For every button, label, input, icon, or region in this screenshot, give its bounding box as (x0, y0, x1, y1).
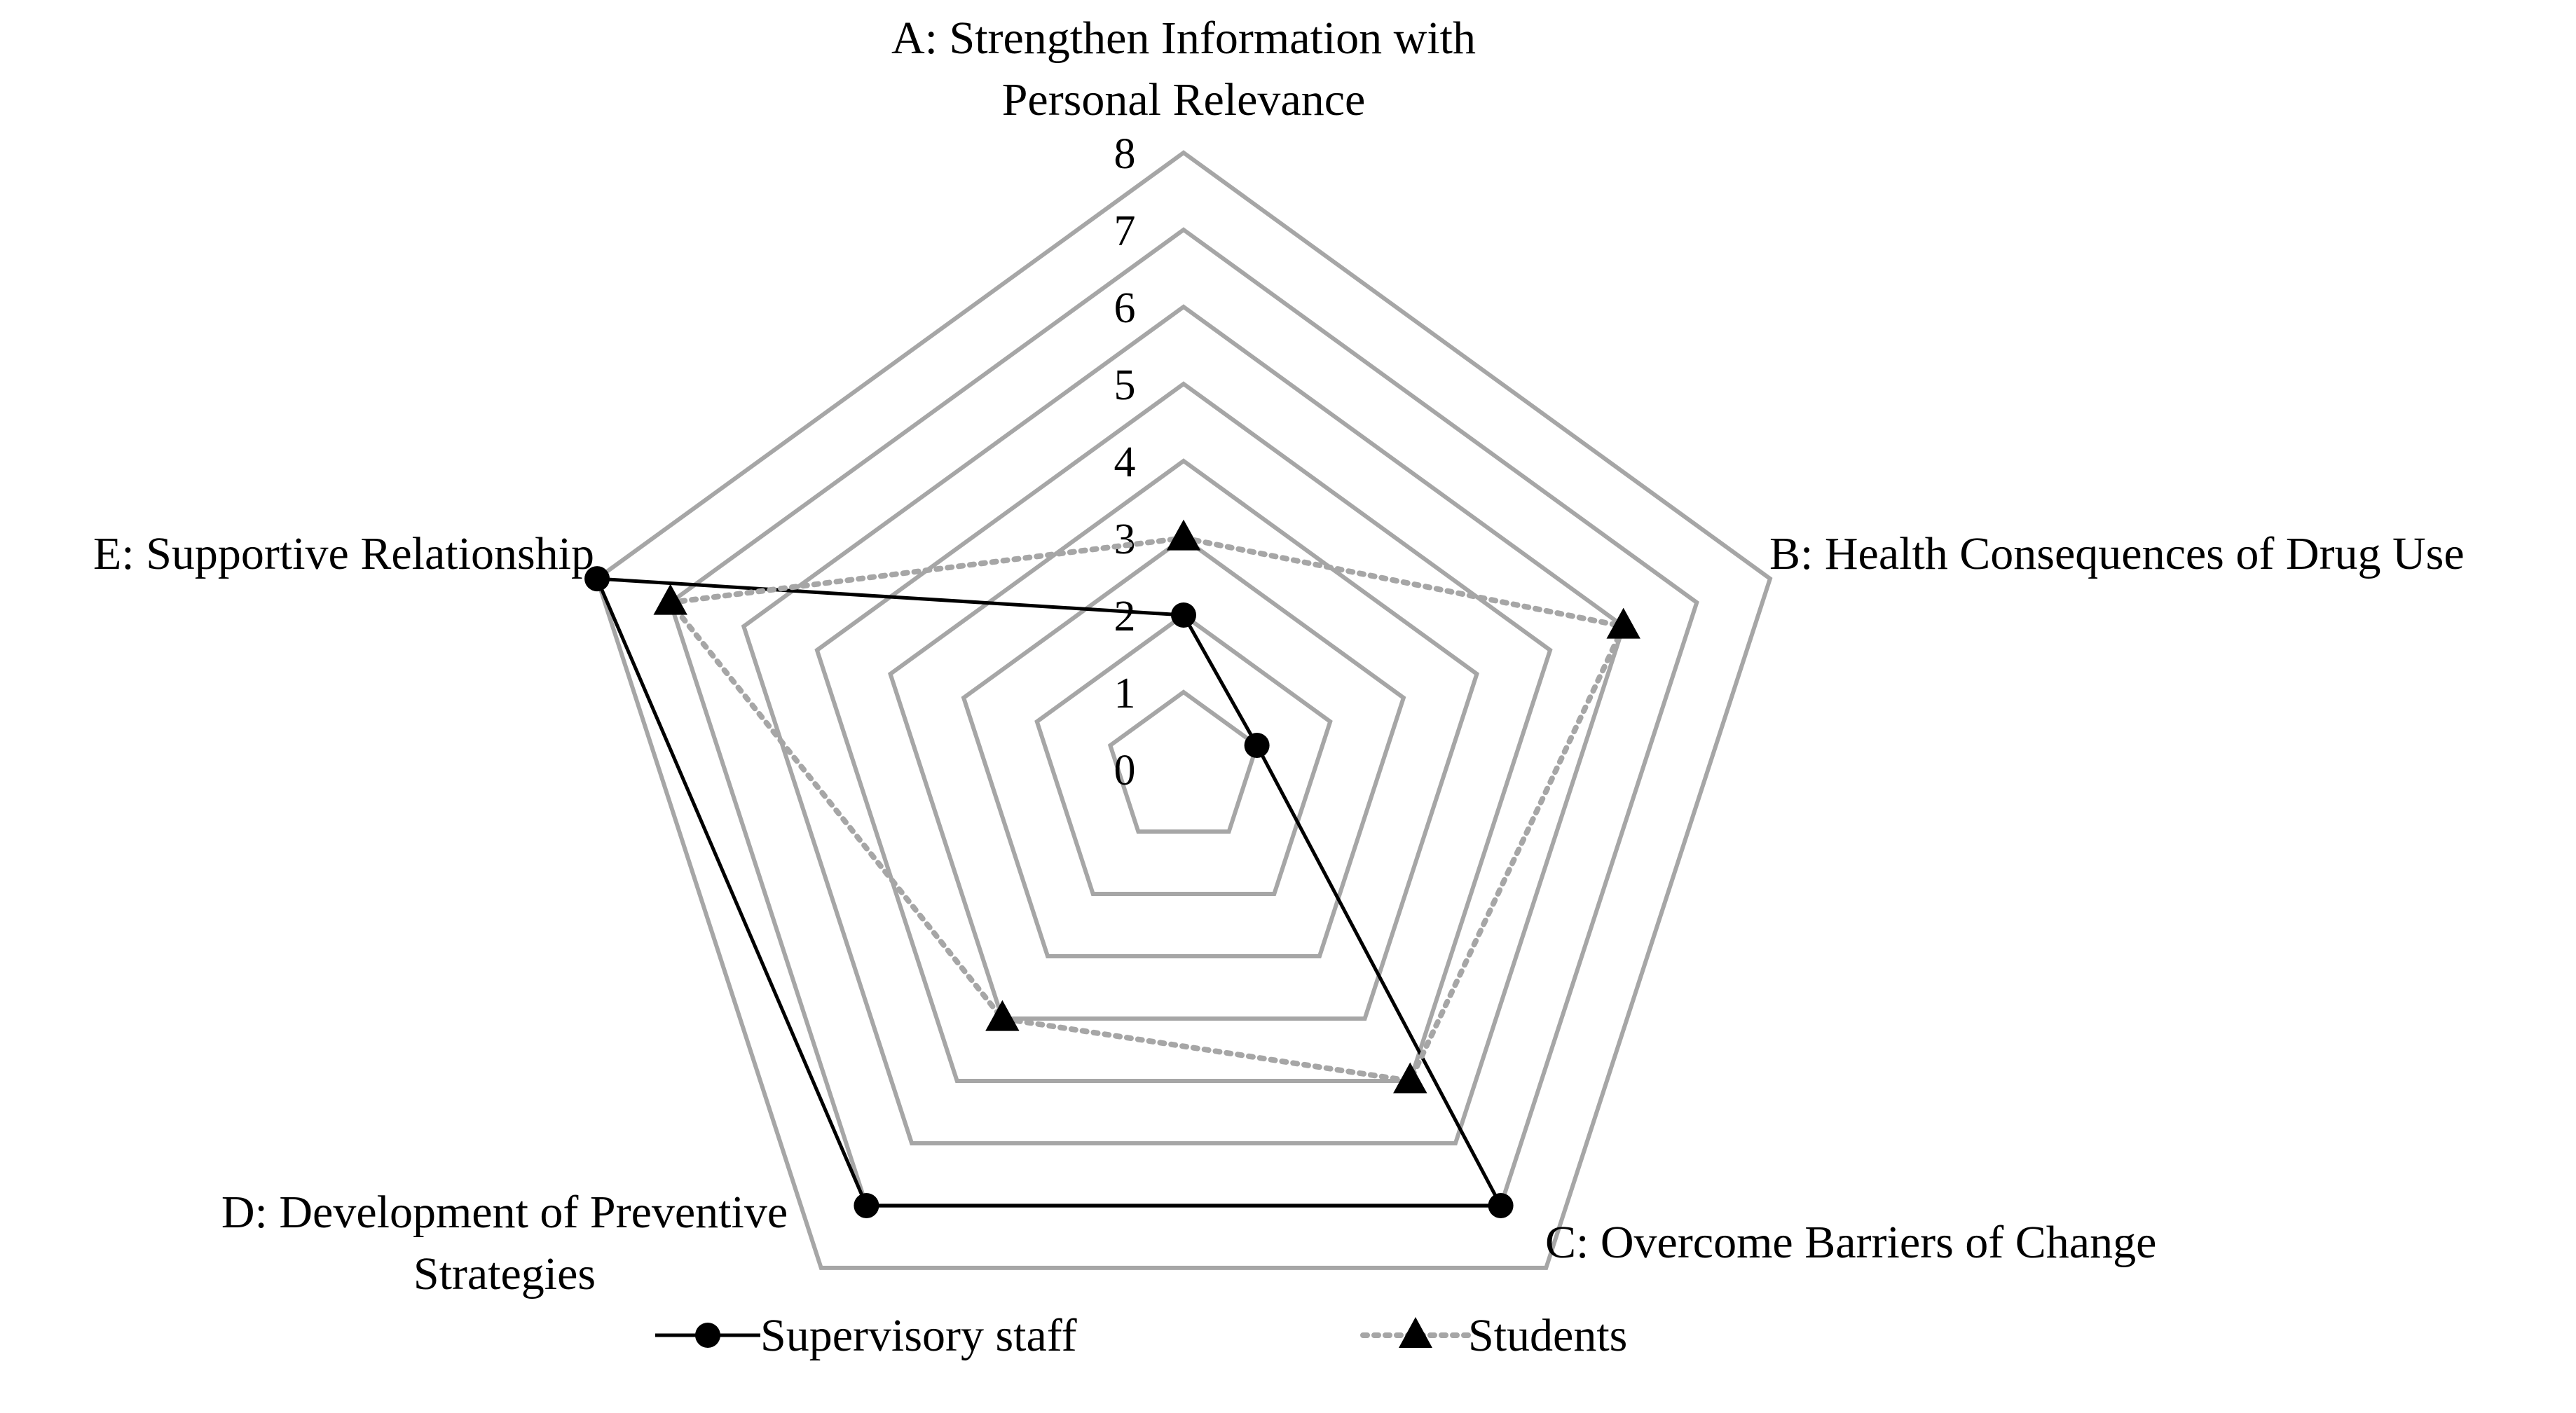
tick-label: 7 (1114, 207, 1136, 255)
legend-label: Supervisory staff (760, 1310, 1077, 1361)
tick-label: 8 (1114, 130, 1136, 178)
data-point (653, 584, 687, 615)
data-point (985, 1000, 1020, 1031)
grid-ring-3 (961, 535, 1406, 958)
legend-item: Supervisory staff (655, 1310, 1077, 1361)
axis-label-e: E: Supportive Relationship (93, 528, 594, 579)
data-point (1166, 519, 1201, 551)
series-line (665, 535, 1628, 1084)
axis-label-b: B: Health Consequences of Drug Use (1769, 528, 2465, 579)
grid-ring-6 (741, 304, 1626, 1145)
tick-label: 3 (1114, 516, 1136, 563)
series-line (594, 577, 1504, 1208)
series-layer (584, 519, 1640, 1218)
data-point (1171, 602, 1196, 628)
data-point (584, 566, 610, 592)
tick-label: 5 (1114, 361, 1136, 409)
grid-ring-7 (668, 227, 1699, 1208)
radial-tick-labels: 0 1 2 3 4 5 6 7 8 (1114, 130, 1136, 794)
series-supervisory-staff (584, 566, 1514, 1218)
legend: Supervisory staff Students (655, 1310, 1627, 1361)
legend-label: Students (1468, 1310, 1627, 1361)
grid-ring-1 (1107, 689, 1260, 834)
legend-item: Students (1360, 1310, 1627, 1361)
legend-marker (695, 1323, 720, 1348)
data-point (1606, 607, 1640, 639)
grid-ring-5 (814, 381, 1553, 1083)
grid-ring-4 (888, 458, 1479, 1021)
grid-ring-8 (594, 150, 1773, 1270)
tick-label: 2 (1114, 593, 1136, 640)
data-point (1244, 733, 1270, 759)
tick-label: 1 (1114, 670, 1136, 717)
data-point (1393, 1062, 1427, 1094)
tick-label: 4 (1114, 439, 1136, 486)
axis-label-c: C: Overcome Barriers of Change (1545, 1217, 2156, 1268)
tick-label: 0 (1114, 747, 1136, 794)
legend-marker (1399, 1317, 1432, 1348)
tick-label: 6 (1114, 284, 1136, 332)
radar-grid (594, 150, 1773, 1270)
data-point (854, 1192, 879, 1218)
grid-ring-2 (1034, 612, 1333, 896)
data-point (1488, 1192, 1514, 1218)
series-students (653, 519, 1640, 1094)
